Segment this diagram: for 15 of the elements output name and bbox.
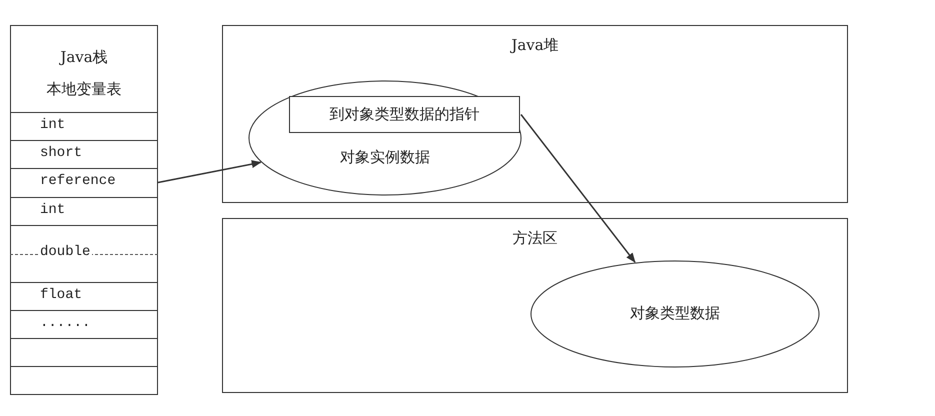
arrow [520,114,636,263]
area-title: Java堆 [509,36,560,55]
area-title: 方法区 [512,229,558,248]
object-ellipse [248,80,522,196]
pointer-box [289,96,520,133]
memory-area-box [222,25,848,203]
stack-frame-table [10,25,158,395]
heading-text: Java栈 [58,48,109,67]
ellipse-text: 对象类型数据 [629,304,721,323]
ellipse-text: 对象实例数据 [339,148,431,167]
heading-text: 本地变量表 [46,80,122,99]
object-ellipse [530,260,820,368]
pointer-text: 到对象类型数据的指针 [328,105,480,124]
arrow [158,160,262,184]
memory-area-box [222,218,848,393]
